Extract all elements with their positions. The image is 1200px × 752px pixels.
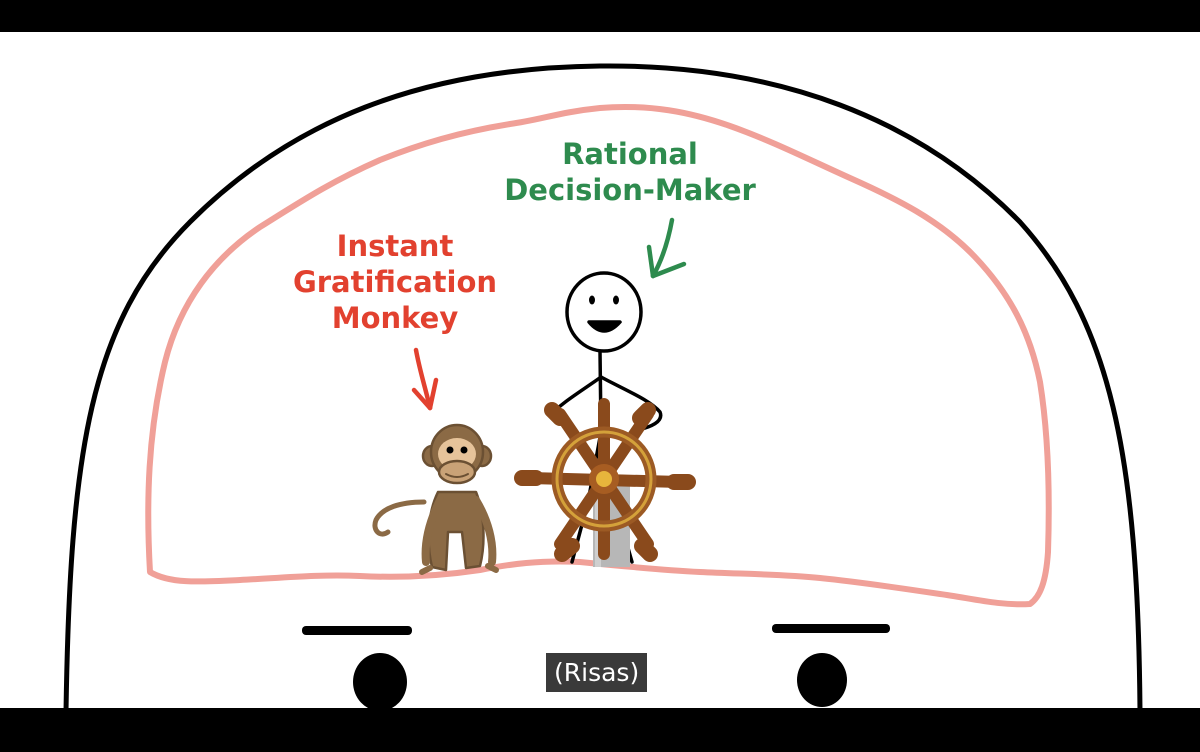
label-line: Rational <box>562 137 698 171</box>
curved-arrow-down-icon <box>411 347 439 411</box>
ship-wheel-icon <box>514 398 696 567</box>
letterbox-top <box>0 0 1200 32</box>
label-line: Instant <box>336 229 454 263</box>
illustration <box>63 63 1143 708</box>
rational-decision-maker-label: Rational Decision-Maker <box>480 136 780 208</box>
instant-gratification-monkey-label: Instant Gratification Monkey <box>265 228 525 336</box>
letterbox-bottom <box>0 708 1200 752</box>
label-line: Decision-Maker <box>504 173 756 207</box>
head-outline <box>63 63 1143 708</box>
subtitle-caption: (Risas) <box>546 653 648 692</box>
left-eyebrow <box>302 626 412 635</box>
video-frame: Rational Decision-Maker Instant Gratific… <box>0 32 1200 708</box>
right-eyebrow <box>772 624 890 633</box>
right-eye <box>797 653 847 707</box>
curved-arrow-down-icon <box>646 217 687 279</box>
monkey <box>372 423 499 575</box>
brain-outline <box>145 103 1052 608</box>
label-line: Monkey <box>331 301 459 335</box>
label-line: Gratification <box>292 265 498 299</box>
left-eye <box>353 653 407 708</box>
